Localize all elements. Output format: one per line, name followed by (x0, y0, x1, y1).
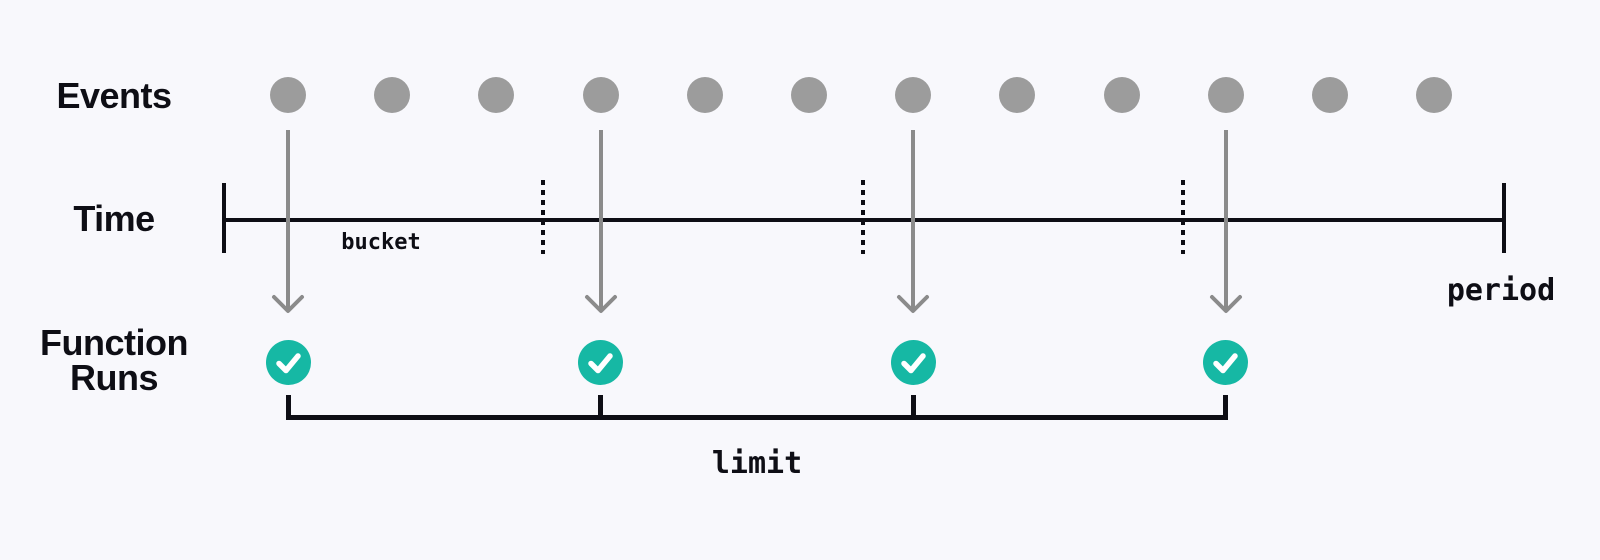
function-run-badge (890, 339, 936, 385)
function-runs-label-line-1: Function (40, 322, 188, 363)
arrow-down-icon (1209, 130, 1242, 313)
period-label: period (1446, 273, 1556, 308)
events-row-label: Events (56, 75, 172, 116)
check-icon (275, 352, 301, 373)
event-dot (1416, 77, 1453, 113)
function-run-badge (265, 339, 311, 385)
event-dot (374, 77, 411, 113)
limit-bracket-tick (910, 395, 916, 420)
arrow-down-icon (897, 130, 930, 313)
timeline-end-cap (1502, 183, 1506, 253)
limit-label: limit (711, 446, 803, 481)
event-dot (1312, 77, 1348, 113)
event-dot (478, 77, 515, 113)
event-arrow (271, 130, 305, 314)
limit-bracket-tick (1223, 395, 1229, 420)
event-arrow (1209, 130, 1243, 314)
arrow-down-icon (272, 130, 304, 313)
bucket-divider (541, 180, 545, 254)
arrow-down-icon (584, 130, 617, 313)
bucket-label: bucket (341, 230, 421, 255)
function-run-badge (1203, 339, 1249, 385)
event-arrow (584, 130, 618, 314)
time-row-label: Time (73, 198, 155, 239)
function-runs-row-label: Function Runs (0, 322, 228, 398)
event-dot (582, 77, 619, 113)
limit-bracket-tick (598, 395, 604, 420)
event-arrow (896, 130, 930, 314)
limit-bracket-tick (285, 395, 291, 420)
event-dot (895, 77, 932, 113)
event-dot (1103, 77, 1140, 113)
check-icon (900, 352, 926, 373)
function-run-badge (578, 339, 624, 385)
event-dot (1207, 77, 1244, 113)
check-icon (588, 352, 613, 373)
function-runs-label-line-2: Runs (70, 357, 159, 398)
timeline-start-cap (222, 183, 226, 253)
bucket-divider (861, 180, 865, 254)
bucket-divider (1181, 180, 1185, 254)
event-dot (999, 77, 1036, 113)
event-dot (270, 77, 306, 113)
limit-bracket-bar (285, 415, 1229, 420)
event-dot (791, 77, 827, 113)
event-dot (686, 77, 723, 113)
check-icon (1213, 352, 1239, 373)
